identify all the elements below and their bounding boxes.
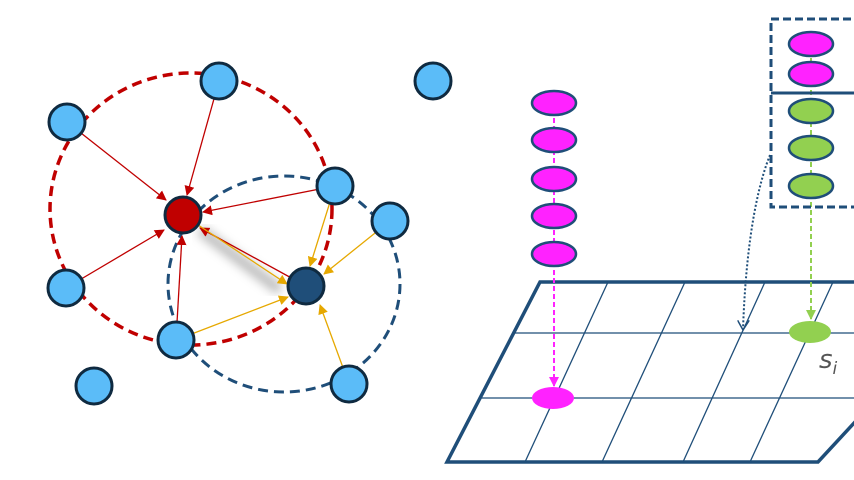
green-feature: [787, 172, 835, 200]
edge-yellow: [175, 295, 289, 341]
magenta-feature: [530, 165, 578, 193]
grid-line: [749, 281, 834, 463]
yellow-edges: [175, 185, 391, 385]
node: [47, 102, 87, 142]
magenta-feature: [530, 240, 578, 268]
center-node-red: [163, 195, 203, 235]
magenta-feature-column: [530, 89, 578, 268]
grid-line: [524, 281, 609, 463]
feature-box: [769, 17, 854, 209]
node: [199, 61, 239, 101]
magenta-feature: [530, 126, 578, 154]
graph-nodes: [46, 61, 453, 406]
green-grid-point: [789, 321, 831, 343]
edge-shadow: [197, 226, 283, 294]
node: [329, 364, 369, 404]
edge-yellow: [182, 214, 288, 285]
node: [315, 166, 355, 206]
grid-plane: [444, 280, 854, 464]
node: [156, 320, 196, 360]
blue-neighborhood-circle: [166, 174, 402, 394]
grid-outline: [444, 280, 854, 464]
node: [370, 201, 410, 241]
cell-label: si: [819, 345, 838, 379]
node: [413, 61, 453, 101]
node: [46, 268, 86, 308]
green-feature: [787, 97, 835, 125]
green-feature: [787, 134, 835, 162]
node: [74, 366, 114, 406]
magenta-feature: [530, 89, 578, 117]
box-features: [787, 30, 835, 200]
magenta-grid-point: [532, 387, 574, 409]
edge-red: [202, 185, 336, 216]
magenta-feature: [787, 30, 835, 58]
center-node-blue: [286, 266, 326, 306]
grid-line: [682, 281, 766, 463]
grid-line: [601, 281, 686, 463]
dotted-arrow: [743, 154, 771, 330]
edge-red: [66, 121, 167, 201]
edge-red: [184, 80, 220, 196]
magenta-feature: [787, 60, 835, 88]
magenta-feature: [530, 202, 578, 230]
